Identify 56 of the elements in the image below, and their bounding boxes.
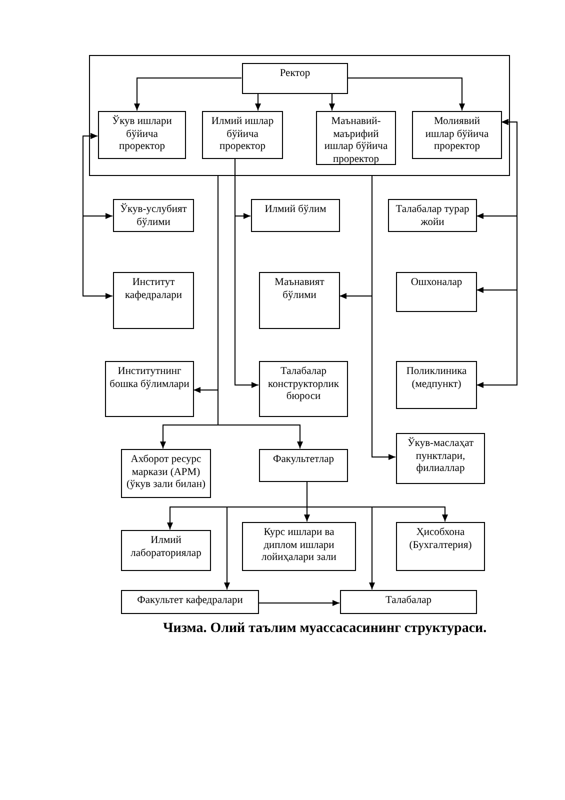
unit-box (105, 361, 194, 417)
connector-arrow (234, 158, 259, 388)
unit-label: Илмий бўлим (264, 204, 326, 216)
unit-box (121, 530, 211, 571)
unit-box (202, 111, 283, 159)
unit-box (113, 199, 194, 232)
unit-label: Институт кафедралари (124, 277, 184, 302)
unit-label: Ошхоналар (410, 277, 462, 290)
unit-label: Маънавий-маърифий ишлар бўйича проректор (323, 116, 389, 166)
unit-label: Илмий лабораториялар (130, 535, 202, 560)
unit-box (98, 111, 186, 159)
unit-label: Талабалар (385, 595, 432, 608)
connector-arrow (329, 93, 335, 111)
unit-label: Талабалар турар жойи (394, 204, 470, 229)
unit-box (121, 449, 211, 498)
connector-arrow (306, 481, 375, 590)
unit-label: Факультетлар (272, 454, 334, 466)
connector-arrow (476, 119, 518, 388)
connector-arrow (134, 78, 242, 111)
group-frame (89, 55, 510, 176)
unit-box (396, 361, 477, 409)
unit-box (259, 272, 340, 329)
unit-box (242, 522, 356, 571)
unit-box (259, 449, 348, 482)
unit-label: Маънавият бўлими (274, 277, 326, 302)
unit-label: Ҳисобхона (Бухгалтерия) (408, 527, 473, 552)
unit-box (396, 272, 477, 312)
unit-label: Талабалар конструкторлик бюроси (267, 366, 340, 404)
connector-arrow (372, 175, 396, 460)
unit-label: Институтнинг бошка бўлимлари (109, 366, 190, 391)
unit-label: Ўкув-услубият бўлими (119, 204, 188, 229)
unit-box (412, 111, 502, 159)
unit-label: Илмий ишлар бўйича проректор (210, 116, 275, 154)
unit-box (388, 199, 477, 232)
unit-label: Поликлиника (медпункт) (405, 366, 468, 391)
unit-label: Ректор (280, 68, 310, 80)
caption: Чизма. Олий таълим муассасасининг структураси. (163, 620, 487, 637)
unit-label: Ўкув-маслаҳат пунктлари, филиаллар (406, 438, 475, 476)
unit-box (113, 272, 194, 329)
unit-label: Факультет кафедралари (137, 595, 243, 608)
unit-box (316, 111, 396, 165)
unit-label: Ўкув ишлари бўйича проректор (111, 116, 173, 154)
unit-label: Курс ишлари ва диплом ишлари лойиҳалари зали (260, 527, 338, 564)
unit-label: Ахборот ресурс маркази (АРМ) (ўкув зали билан) (126, 454, 206, 492)
unit-box (396, 433, 485, 484)
connector-arrow (82, 133, 113, 299)
connector-arrow (255, 93, 261, 111)
unit-box (340, 590, 477, 614)
connector-arrow (258, 600, 340, 606)
unit-box (259, 361, 348, 417)
unit-box (121, 590, 259, 614)
unit-box (242, 63, 348, 94)
unit-label: Молиявий ишлар бўйича проректор (424, 116, 490, 154)
unit-box (251, 199, 340, 232)
connector-arrow (347, 78, 465, 111)
unit-box (396, 522, 485, 571)
